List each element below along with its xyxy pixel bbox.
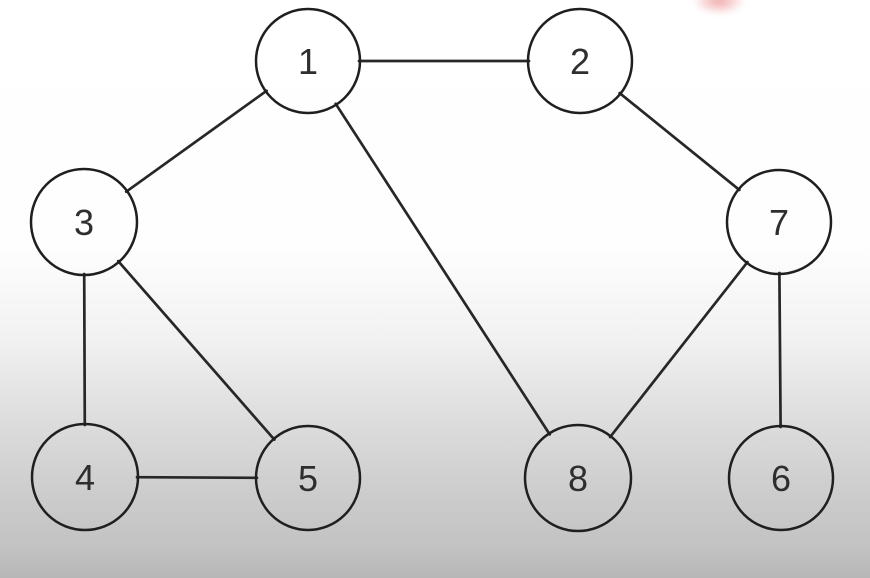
graph-node-label-1: 1 bbox=[298, 41, 318, 82]
graph-node-circle-4 bbox=[30, 422, 140, 532]
graph-edge-3-5 bbox=[116, 259, 276, 441]
graph-edge-4-5 bbox=[135, 475, 259, 480]
graph-edge-3-4 bbox=[82, 272, 87, 427]
graph-node-3: 3 bbox=[29, 167, 139, 277]
graph-node-6: 6 bbox=[727, 424, 835, 532]
graph-node-circle-5 bbox=[254, 424, 362, 532]
graph-edge-1-8 bbox=[334, 102, 552, 436]
graph-node-circle-3 bbox=[29, 167, 139, 277]
edges-layer bbox=[82, 59, 782, 480]
graph-node-2: 2 bbox=[526, 7, 634, 115]
graph-node-label-3: 3 bbox=[74, 202, 94, 243]
graph-node-8: 8 bbox=[523, 423, 633, 533]
graph-node-circle-2 bbox=[526, 7, 634, 115]
graph-node-circle-8 bbox=[523, 423, 633, 533]
graph-node-label-6: 6 bbox=[771, 458, 791, 499]
graph-edge-2-7 bbox=[618, 91, 741, 192]
graph-node-7: 7 bbox=[725, 168, 833, 276]
graph-node-circle-1 bbox=[254, 7, 362, 115]
nodes-layer: 1 2 3 7 4 5 8 6 bbox=[29, 7, 835, 533]
graph-edge-7-6 bbox=[778, 271, 782, 429]
graph-node-label-7: 7 bbox=[769, 202, 789, 243]
graph-node-circle-6 bbox=[727, 424, 835, 532]
graph-node-circle-7 bbox=[725, 168, 833, 276]
graph-edge-7-8 bbox=[608, 260, 749, 439]
graph-node-1: 1 bbox=[254, 7, 362, 115]
graph-node-5: 5 bbox=[254, 424, 362, 532]
graph-node-label-5: 5 bbox=[298, 458, 318, 499]
graph-node-label-2: 2 bbox=[570, 41, 590, 82]
graph-node-4: 4 bbox=[30, 422, 140, 532]
graph-node-label-4: 4 bbox=[75, 457, 95, 498]
graph-edge-1-3 bbox=[124, 89, 268, 194]
graph-node-label-8: 8 bbox=[568, 458, 588, 499]
